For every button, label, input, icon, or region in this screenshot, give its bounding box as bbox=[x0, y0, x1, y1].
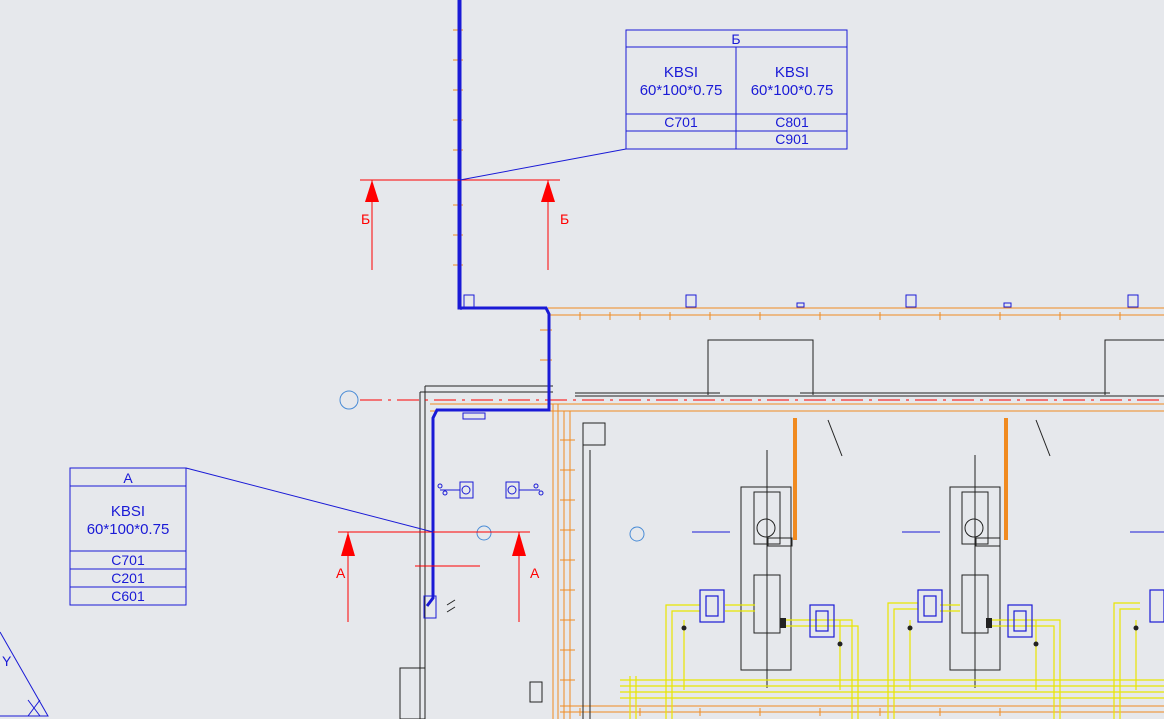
tag-b-header: Б bbox=[731, 31, 740, 47]
orange-drops bbox=[793, 418, 1008, 540]
tag-a-cable-1: C701 bbox=[111, 552, 145, 568]
tag-b-col1-cable-1: C701 bbox=[664, 114, 698, 130]
building-walls bbox=[430, 307, 1164, 719]
axis-line bbox=[339, 390, 1164, 542]
tag-a-cable-2: C201 bbox=[111, 570, 145, 586]
tag-a-type: KBSI bbox=[111, 503, 145, 520]
ucs-icon: Y bbox=[0, 631, 49, 717]
equipment-unit-1[interactable] bbox=[740, 450, 793, 688]
tag-a-header: А bbox=[123, 470, 133, 486]
tag-b-col2-size: 60*100*0.75 bbox=[751, 82, 834, 99]
pipe-valves bbox=[699, 589, 1164, 638]
section-marker-b[interactable]: Б Б bbox=[360, 179, 569, 270]
ucs-y-label: Y bbox=[2, 653, 12, 669]
tag-b-col1-type: KBSI bbox=[664, 64, 698, 81]
cable-tray-route[interactable] bbox=[425, 0, 551, 607]
pipe-fittings bbox=[681, 618, 1139, 647]
tag-a-leader bbox=[185, 467, 434, 533]
section-marker-a[interactable]: А А bbox=[336, 531, 540, 622]
section-a-label-right: А bbox=[530, 565, 540, 581]
tag-a-cable-3: C601 bbox=[111, 588, 145, 604]
tag-b-col2-cable-2: C901 bbox=[775, 131, 809, 147]
piping-network bbox=[620, 602, 1164, 719]
structure-outlines bbox=[399, 339, 1164, 719]
tag-b-col2-cable-1: C801 bbox=[775, 114, 809, 130]
cable-tray-supports bbox=[423, 294, 1139, 619]
section-b-label-right: Б bbox=[560, 211, 569, 227]
tag-a-size: 60*100*0.75 bbox=[87, 521, 170, 538]
tag-b-col1-size: 60*100*0.75 bbox=[640, 82, 723, 99]
equipment-unit-2[interactable] bbox=[949, 455, 1001, 688]
cable-tag-b[interactable]: Б KBSI 60*100*0.75 KBSI 60*100*0.75 C701… bbox=[625, 29, 848, 150]
outlet-symbols[interactable] bbox=[437, 481, 544, 499]
tag-b-leader bbox=[459, 148, 627, 181]
tag-b-col2-type: KBSI bbox=[775, 64, 809, 81]
cable-tag-a[interactable]: А KBSI 60*100*0.75 C701 C201 C601 bbox=[69, 467, 187, 606]
section-b-label-left: Б bbox=[361, 211, 370, 227]
section-a-label-left: А bbox=[336, 565, 346, 581]
